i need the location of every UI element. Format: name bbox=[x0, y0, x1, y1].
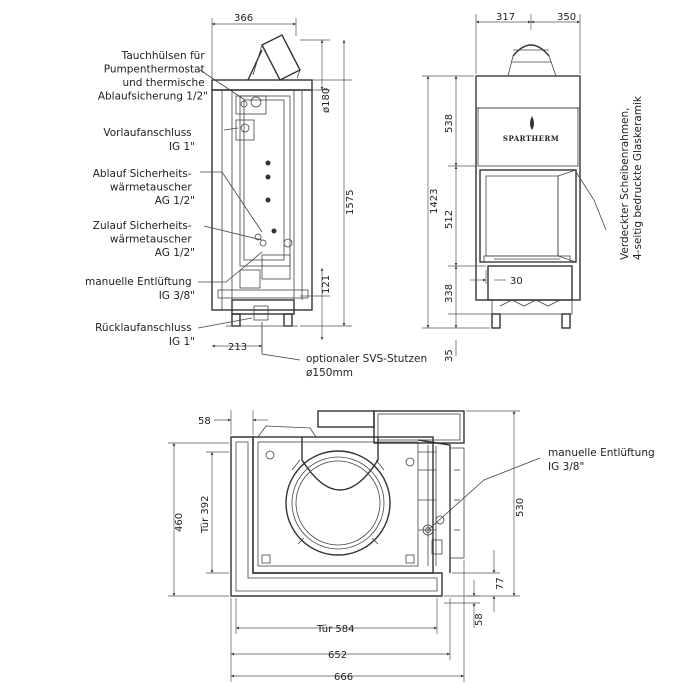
svg-text:manuelle Entlüftung IG 3: manuelle Entlüftung IG 3/8" bbox=[548, 447, 658, 473]
front-base bbox=[491, 299, 573, 315]
svg-text:Vorlaufanschluss IG 1": Vorlaufanschluss IG 1" bbox=[103, 127, 195, 153]
top-view: 58 460 Tür 392 530 77 58 Tür 584 bbox=[168, 410, 658, 683]
side-dot bbox=[265, 160, 271, 166]
brand-logo: SPARTHERM bbox=[503, 134, 559, 143]
label-tauch-1: Tauchhülsen für bbox=[121, 50, 206, 62]
front-flue-dome bbox=[512, 44, 550, 57]
dim-side-width: 366 bbox=[234, 13, 253, 24]
label-zulauf-1: Zulauf Sicherheits- bbox=[93, 220, 192, 232]
label-ablauf-2: wärmetauscher bbox=[110, 182, 192, 194]
top-flue-collar bbox=[317, 410, 375, 428]
side-pipework bbox=[235, 95, 267, 115]
label-tauch-3: und thermische bbox=[122, 77, 204, 89]
dim-front-512: 512 bbox=[444, 210, 455, 229]
svg-text:Verdeckter Scheibenrahmen,: Verdeckter Scheibenrahmen, 4-seitig bedr… bbox=[619, 95, 644, 260]
dim-top-666: 666 bbox=[334, 672, 353, 683]
dim-top-530: 530 bbox=[515, 498, 526, 517]
side-top-cover bbox=[211, 79, 313, 91]
label-svs-1: optionaler SVS-Stutzen bbox=[306, 353, 427, 365]
side-dot bbox=[265, 174, 271, 180]
top-vent-valve bbox=[422, 524, 434, 536]
top-right-panel bbox=[449, 447, 465, 559]
side-flue-pipe bbox=[261, 34, 301, 81]
dim-top-77: 77 bbox=[495, 577, 506, 590]
dim-top-58b: 58 bbox=[474, 613, 485, 626]
dim-side-213: 213 bbox=[228, 342, 247, 353]
label-entl-top-2: IG 3/8" bbox=[548, 461, 584, 473]
dim-front-338: 338 bbox=[444, 284, 455, 303]
dim-side-flue: ø180 bbox=[321, 88, 332, 113]
dim-front-30: 30 bbox=[510, 276, 523, 287]
side-dot bbox=[271, 228, 277, 234]
label-ruecklauf-2: IG 1" bbox=[169, 336, 195, 348]
label-entl-side-1: manuelle Entlüftung bbox=[85, 276, 192, 288]
dim-side-height: 1575 bbox=[345, 190, 356, 215]
dim-front-35: 35 bbox=[444, 349, 455, 362]
dim-front-538: 538 bbox=[444, 114, 455, 133]
svg-text:manuelle Entlüftung IG 3: manuelle Entlüftung IG 3/8" bbox=[85, 276, 195, 302]
top-flue-pipe bbox=[301, 437, 379, 491]
front-foot bbox=[561, 313, 571, 329]
side-foot bbox=[283, 313, 293, 327]
side-body bbox=[211, 89, 313, 311]
front-lower bbox=[487, 265, 573, 301]
label-zulauf-2: wärmetauscher bbox=[110, 234, 192, 246]
label-entl-top-1: manuelle Entlüftung bbox=[548, 447, 655, 459]
svg-text:optionaler SVS-Stutzen ø: optionaler SVS-Stutzen ø150mm bbox=[306, 353, 431, 379]
label-vorlauf-2: IG 1" bbox=[169, 141, 195, 153]
top-firebox-circle bbox=[285, 450, 391, 556]
svg-text:Rücklaufanschluss IG 1": Rücklaufanschluss IG 1" bbox=[95, 322, 195, 348]
label-tauch-2: Pumpenthermostat bbox=[104, 64, 205, 76]
dim-top-tuer584: Tür 584 bbox=[316, 624, 354, 635]
dim-top-58a: 58 bbox=[198, 416, 211, 427]
label-ablauf-3: AG 1/2" bbox=[155, 195, 195, 207]
front-top-panel bbox=[475, 75, 581, 109]
svg-text:Zulauf Sicherheits- wärm: Zulauf Sicherheits- wärmetauscher AG 1/2… bbox=[93, 220, 195, 259]
side-view: 366 ø180 1575 121 213 Tauchhülsen für Pu… bbox=[85, 13, 431, 379]
side-foot bbox=[231, 313, 241, 327]
label-rahmen-2: 4-seitig bedruckte Glaskeramik bbox=[632, 95, 644, 260]
top-body bbox=[252, 436, 434, 574]
flame-icon bbox=[530, 116, 534, 130]
svg-text:Ablauf Sicherheits- wärm: Ablauf Sicherheits- wärmetauscher AG 1/2… bbox=[93, 168, 195, 207]
label-ruecklauf-1: Rücklaufanschluss bbox=[95, 322, 192, 334]
dim-side-121: 121 bbox=[321, 275, 332, 294]
front-glass bbox=[479, 169, 577, 263]
label-vorlauf-1: Vorlaufanschluss bbox=[103, 127, 191, 139]
dim-top-460: 460 bbox=[174, 513, 185, 532]
side-dot bbox=[265, 197, 271, 203]
side-base bbox=[231, 299, 295, 315]
svg-text:Tauchhülsen für Pumpenth: Tauchhülsen für Pumpenthermostat und the… bbox=[98, 50, 208, 103]
side-lower-box bbox=[261, 254, 291, 280]
label-entl-side-2: IG 3/8" bbox=[159, 290, 195, 302]
dim-top-652: 652 bbox=[328, 650, 347, 661]
label-tauch-4: Ablaufsicherung 1/2" bbox=[98, 91, 208, 103]
top-flue-box bbox=[373, 410, 465, 444]
label-ablauf-1: Ablauf Sicherheits- bbox=[93, 168, 192, 180]
dim-front-317: 317 bbox=[496, 12, 515, 23]
dim-top-tuer392: Tür 392 bbox=[200, 496, 211, 534]
label-zulauf-3: AG 1/2" bbox=[155, 247, 195, 259]
dim-front-1423: 1423 bbox=[429, 189, 440, 214]
front-view: SPARTHERM 317 350 1423 bbox=[422, 12, 644, 362]
label-svs-2: ø150mm bbox=[306, 367, 353, 379]
label-rahmen-1: Verdeckter Scheibenrahmen, bbox=[619, 107, 631, 260]
front-foot bbox=[491, 313, 501, 329]
dim-front-350: 350 bbox=[557, 12, 576, 23]
